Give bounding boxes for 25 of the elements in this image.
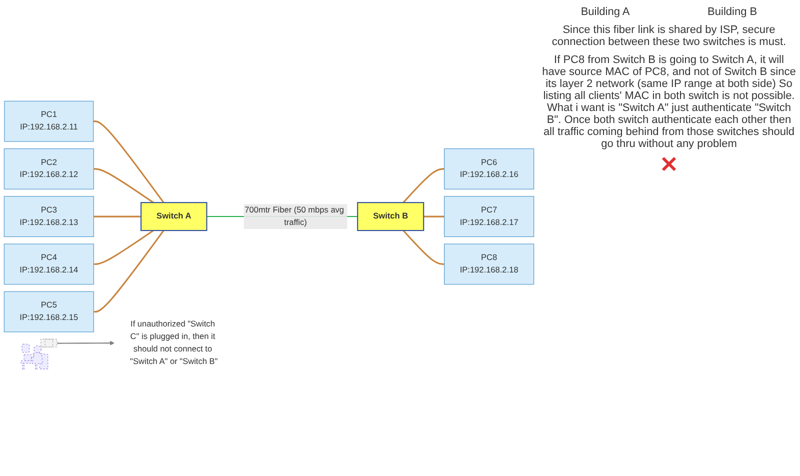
node-box: PC5 IP:192.168.2.15 <box>4 290 94 332</box>
connector <box>94 230 164 312</box>
node-box: PC4 IP:192.168.2.14 <box>4 243 94 284</box>
node-box: PC6 IP:192.168.2.16 <box>444 148 534 189</box>
node-box: PC7 IP:192.168.2.17 <box>444 196 534 237</box>
arrow <box>57 340 115 345</box>
building-label: Building A <box>580 6 630 18</box>
connector <box>424 215 444 217</box>
building-label: Building B <box>708 6 758 18</box>
connector <box>94 168 154 203</box>
connector <box>402 230 444 265</box>
connector <box>94 215 142 217</box>
node-box: PC3 IP:192.168.2.13 <box>4 196 94 237</box>
node-box: PC2 IP:192.168.2.12 <box>4 148 94 189</box>
edge-label: 700mtr Fiber (50 mbps avg traffic) <box>244 205 344 226</box>
note-text: Since this fiber link is shared by ISP, secure connection between these two switches is must. <box>550 24 788 48</box>
connector <box>402 168 444 203</box>
connector <box>93 120 164 203</box>
node-box: Switch B <box>357 202 424 231</box>
note-text: If PC8 from Switch B is going to Switch A, it will have source MAC of PC8, and not of Switch B since its layer 2 network (same IP range at both side) So listing all clients' MAC in both switch is not possible. What i want is "Switch A" just authenticate "Switch B". Once both switch authenticate each other then all traffic coming behind from those switches should go thru without any problem <box>542 54 796 150</box>
connector <box>94 229 154 265</box>
node-box: PC1 IP:192.168.2.11 <box>4 100 94 142</box>
node-text: If unauthorized "Switch C" is plugged in, then it should not connect to "Switch A" or "Switch B" <box>130 319 218 366</box>
node-box: Switch A <box>140 202 208 231</box>
node-box: PC8 IP:192.168.2.18 <box>444 243 534 284</box>
